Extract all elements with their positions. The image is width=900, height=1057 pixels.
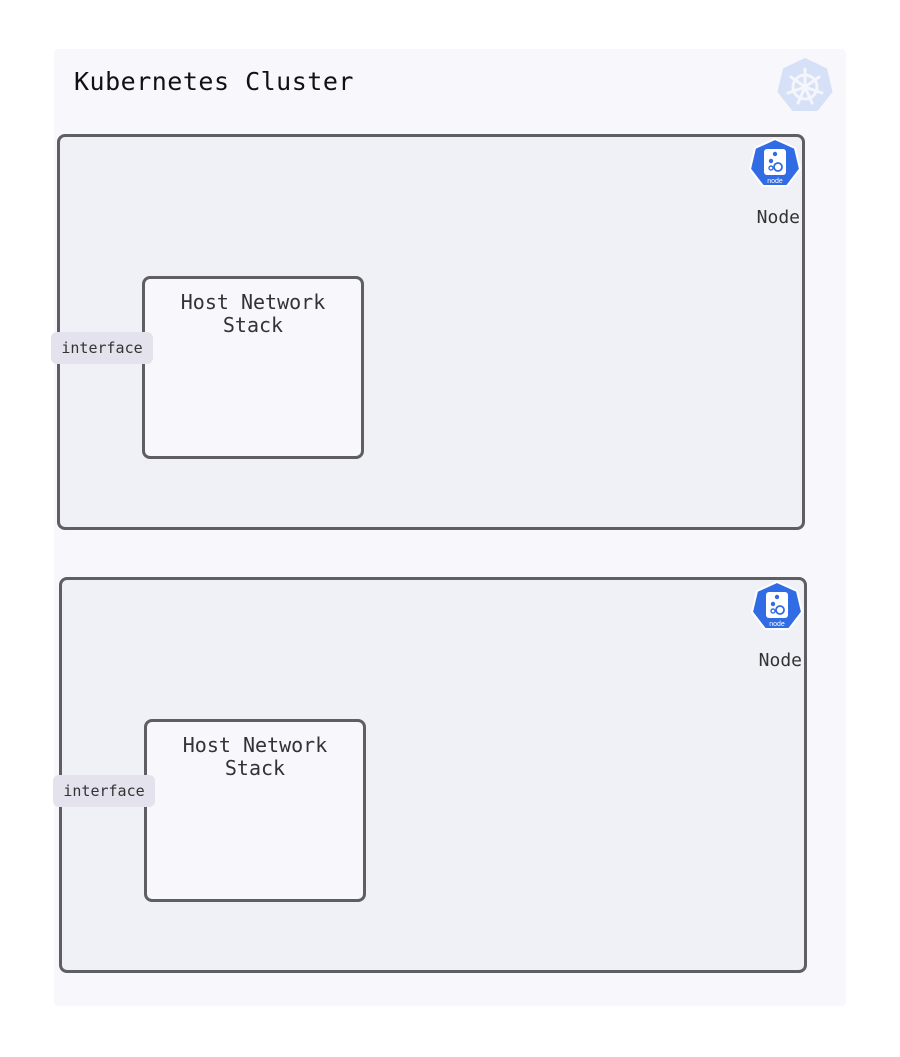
interface-label: interface xyxy=(51,332,153,364)
node-box: node Node Host Network Stack interface xyxy=(51,134,805,530)
node-label: Node xyxy=(758,650,802,671)
cluster-title: Kubernetes Cluster xyxy=(74,67,354,96)
node-box: node Node Host Network Stack interface xyxy=(53,577,807,973)
node-label: Node xyxy=(756,207,800,228)
host-network-stack-box: Host Network Stack xyxy=(144,719,366,902)
interface-label: interface xyxy=(53,775,155,807)
node-icon-text: node xyxy=(769,621,785,628)
kubernetes-node-icon: node xyxy=(748,137,802,187)
host-network-stack-label: Host Network Stack xyxy=(180,290,326,337)
kubernetes-logo-icon xyxy=(777,58,833,111)
host-network-stack-label: Host Network Stack xyxy=(182,733,328,780)
kubernetes-node-icon: node xyxy=(750,580,804,630)
node-icon-text: node xyxy=(767,178,783,185)
host-network-stack-box: Host Network Stack xyxy=(142,276,364,459)
